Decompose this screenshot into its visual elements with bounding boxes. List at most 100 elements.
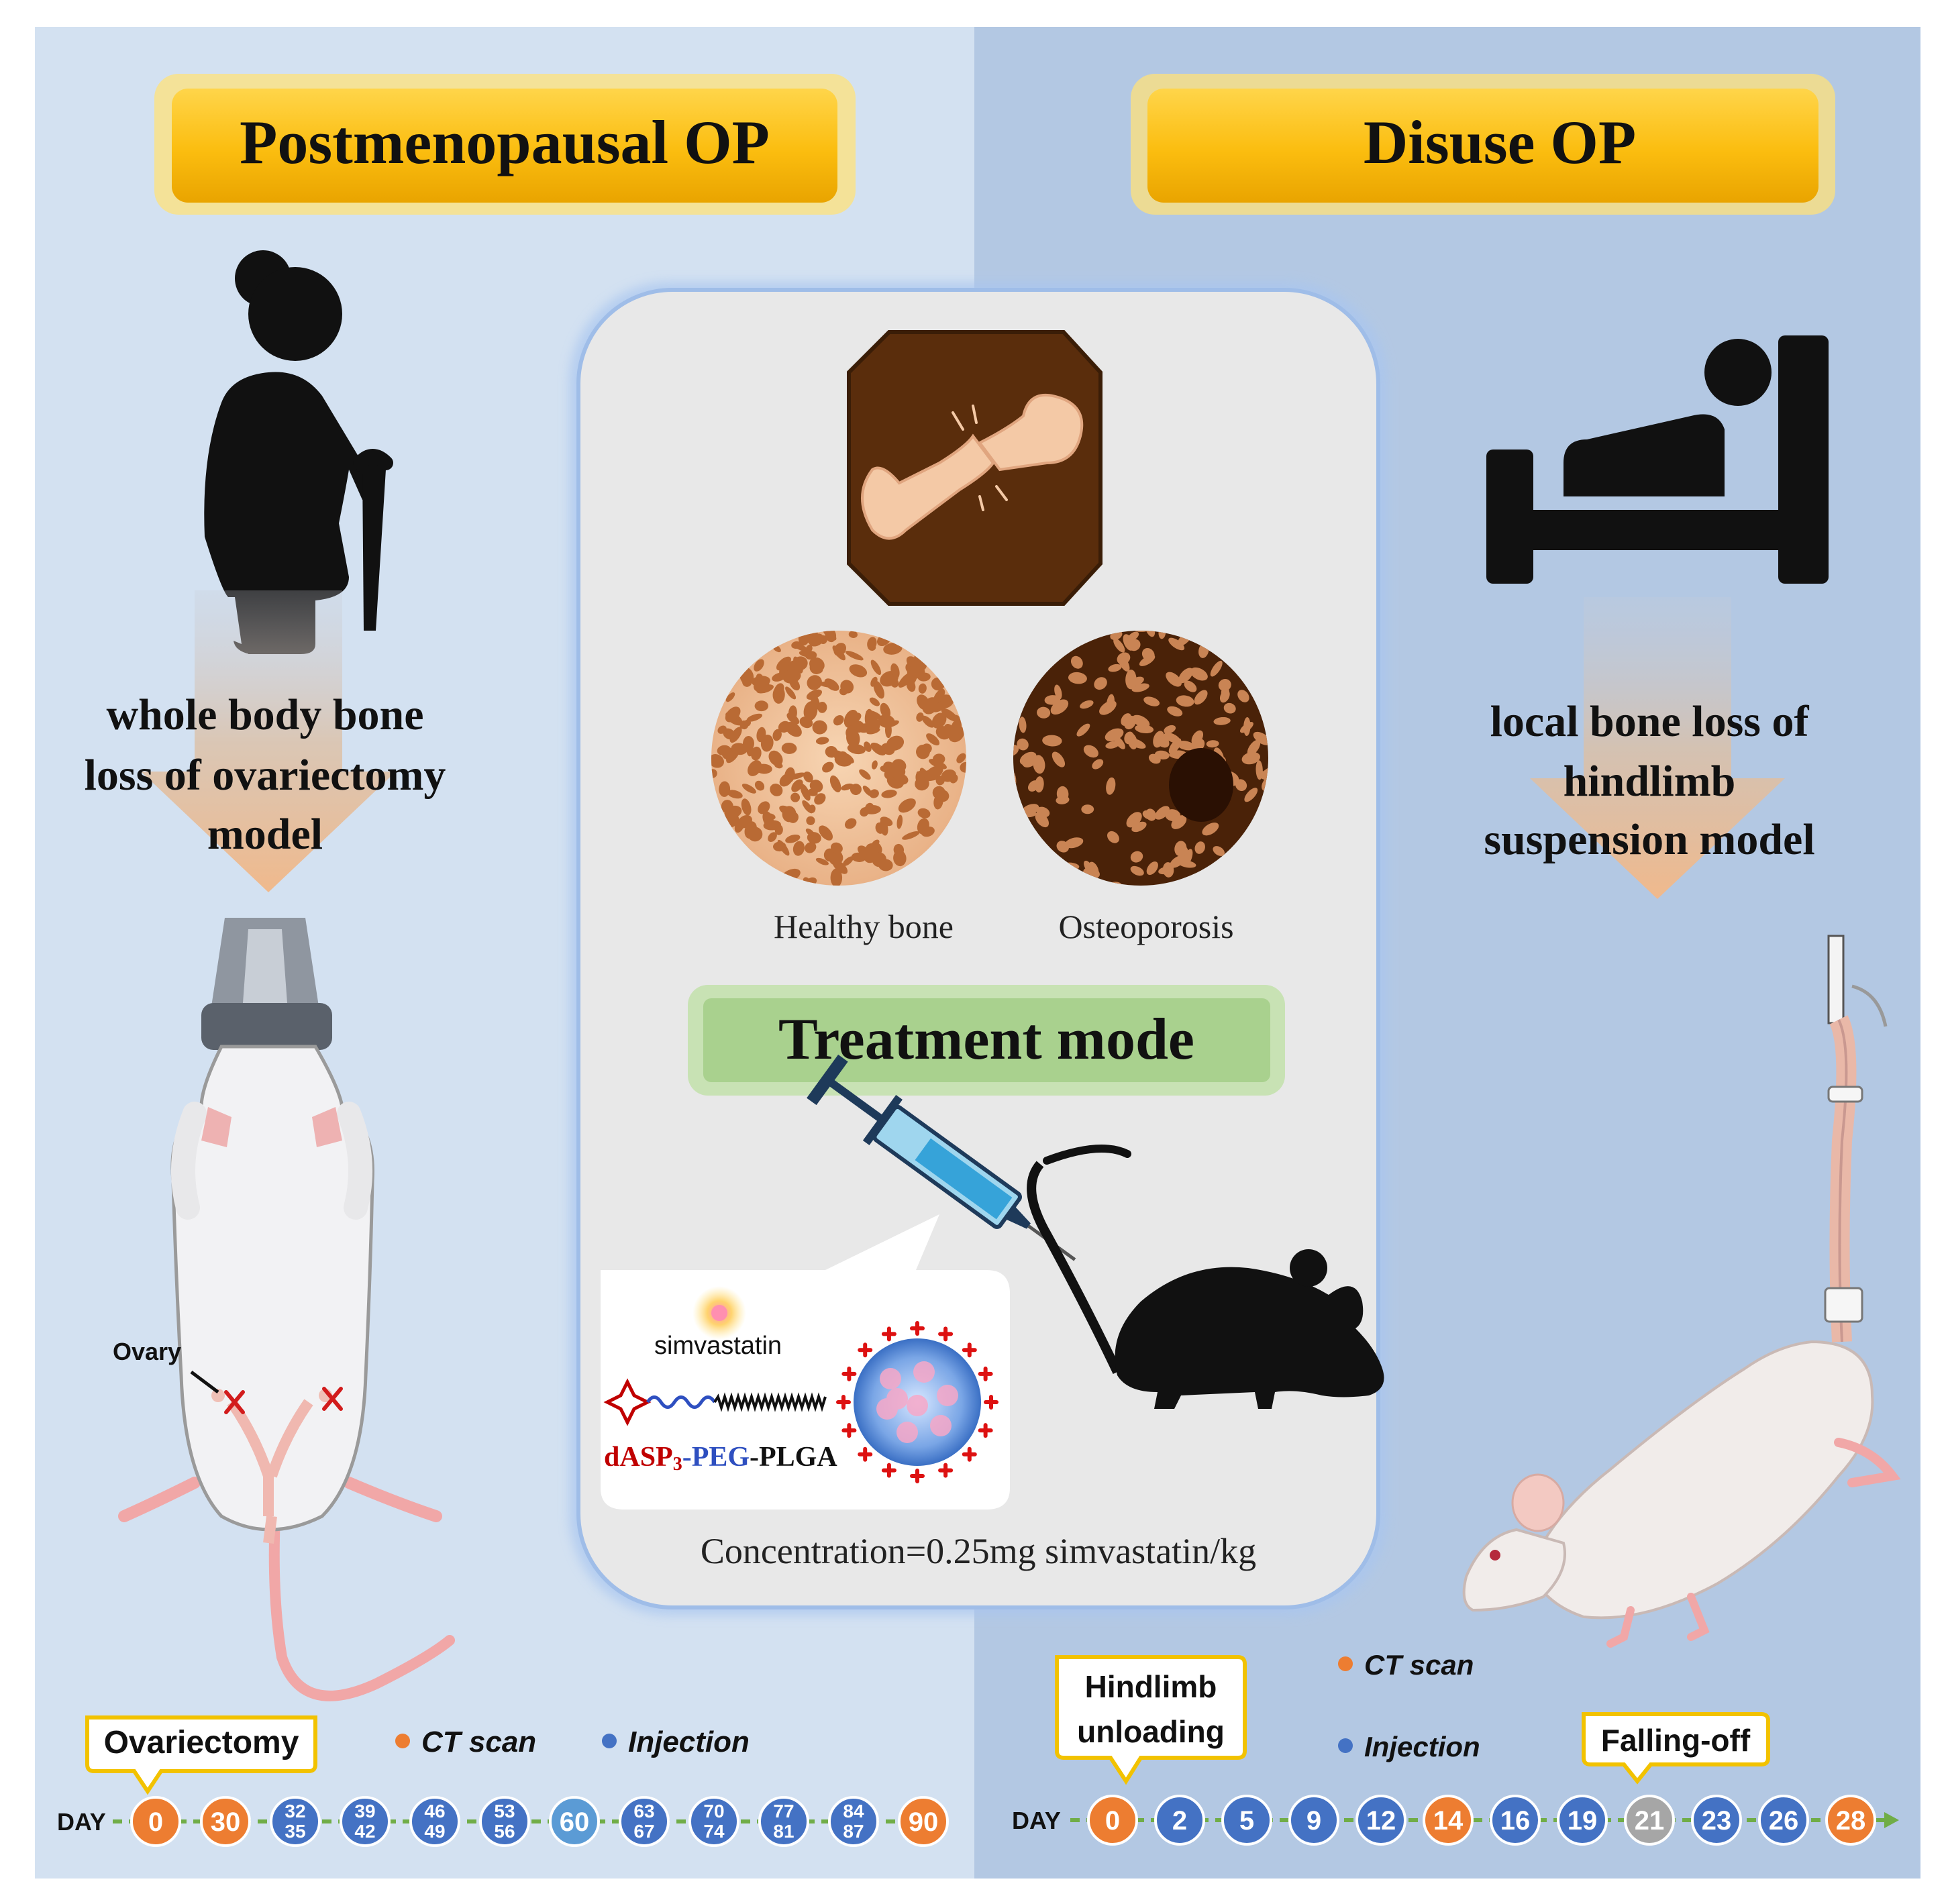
right-timeline-nodes: 0 2 5 9 12 14 16 19 21 23 26 28 [1087, 1795, 1876, 1846]
osteoporosis-bone-disc [1013, 631, 1268, 886]
right-title: Disuse OP [1364, 108, 1636, 176]
right-node-label-9: 23 [1702, 1806, 1732, 1836]
carrier-part-peg: -PEG [682, 1442, 750, 1473]
right-legend-injection-dot [1338, 1738, 1353, 1753]
ovariectomy-label: Ovariectomy [104, 1725, 299, 1760]
right-node-10: 26 [1758, 1795, 1809, 1846]
left-description: whole body bone loss of ovariectomy mode… [85, 690, 446, 859]
treatment-title: Treatment mode [778, 1007, 1194, 1072]
right-node-2: 5 [1221, 1795, 1272, 1846]
right-legend-ct-label: CT scan [1364, 1649, 1474, 1681]
left-node-label-11: 90 [909, 1807, 939, 1837]
left-node-label-0: 0 [148, 1807, 163, 1837]
elderly-woman-icon [204, 250, 393, 654]
right-title-badge: Disuse OP [1131, 74, 1835, 215]
left-down-arrow [141, 590, 396, 892]
right-desc-line-1: local bone loss of [1490, 697, 1810, 746]
right-node-label-1: 2 [1172, 1806, 1187, 1836]
concentration-text: Concentration=0.25mg simvastatin/kg [701, 1531, 1256, 1571]
bedridden-person-icon [1486, 335, 1829, 584]
right-desc-line-2: hindlimb [1563, 757, 1736, 806]
right-timeline: Hindlimb unloading CT scan Injection Fal… [1012, 1649, 1899, 1846]
right-node-label-3: 9 [1306, 1806, 1321, 1836]
osteoporosis-label: Osteoporosis [1058, 908, 1233, 945]
ovariectomy-callout [85, 1715, 317, 1795]
carrier-part-dasp: dASP [604, 1442, 673, 1473]
falling-off-callout [1582, 1712, 1770, 1785]
right-node-7: 19 [1557, 1795, 1608, 1846]
right-legend-injection-label: Injection [1364, 1731, 1480, 1762]
right-node-8: 21 [1624, 1795, 1675, 1846]
right-node-label-7: 19 [1568, 1806, 1598, 1836]
carrier-label: dASP3-PEG-PLGA [604, 1442, 837, 1475]
left-node-label-6: 60 [560, 1807, 590, 1837]
hindlimb-label-line-1: Hindlimb [1085, 1669, 1217, 1704]
right-node-4: 12 [1355, 1795, 1406, 1846]
left-desc-line-3: model [207, 810, 323, 859]
right-legend-ct-dot [1338, 1656, 1353, 1671]
fractured-bone-icon [847, 330, 1103, 606]
legend-ct-dot [395, 1734, 410, 1748]
carrier-part-plga: -PLGA [750, 1442, 837, 1473]
ovariectomy-rat-illustration: Ovary [113, 918, 455, 1701]
right-node-11: 28 [1825, 1795, 1876, 1846]
nanoparticle-icon [836, 1321, 998, 1483]
legend-injection-dot [602, 1734, 617, 1748]
right-description: local bone loss of hindlimb suspension m… [1484, 697, 1814, 864]
right-node-3: 9 [1288, 1795, 1339, 1846]
right-day-label: DAY [1012, 1807, 1061, 1834]
falling-off-label: Falling-off [1601, 1723, 1751, 1758]
right-node-label-8: 21 [1635, 1806, 1665, 1836]
left-node-1: 30 [200, 1796, 251, 1847]
carrier-part-sub: 3 [673, 1454, 682, 1475]
healthy-bone-pores [711, 631, 966, 886]
right-down-arrow [1530, 597, 1785, 899]
simvastatin-label: simvastatin [654, 1332, 782, 1360]
left-title: Postmenopausal OP [240, 108, 770, 176]
left-node-label-1: 30 [211, 1807, 241, 1837]
left-title-badge: Postmenopausal OP [154, 74, 856, 215]
left-node-11: 90 [898, 1796, 949, 1847]
right-node-0: 0 [1087, 1795, 1138, 1846]
right-node-label-11: 28 [1836, 1806, 1866, 1836]
healthy-bone-label: Healthy bone [774, 908, 954, 945]
osteoporosis-bone-pores [1013, 631, 1268, 886]
legend-ct-label: CT scan [421, 1726, 536, 1758]
left-node-6: 60 [549, 1796, 600, 1847]
left-node-0: 0 [130, 1796, 181, 1847]
right-desc-line-3: suspension model [1484, 815, 1814, 864]
hindlimb-label-line-2: unloading [1077, 1714, 1225, 1749]
right-node-1: 2 [1154, 1795, 1205, 1846]
right-node-5: 14 [1423, 1795, 1474, 1846]
right-node-6: 16 [1490, 1795, 1541, 1846]
right-node-label-2: 5 [1239, 1806, 1254, 1836]
right-node-label-6: 16 [1500, 1806, 1531, 1836]
left-desc-line-1: whole body bone [106, 690, 423, 739]
left-desc-line-2: loss of ovariectomy [85, 751, 446, 800]
right-node-label-5: 14 [1433, 1806, 1464, 1836]
left-day-label: DAY [57, 1808, 106, 1836]
ovary-label: Ovary [113, 1338, 181, 1365]
hindlimb-unloading-callout [1055, 1655, 1247, 1785]
legend-injection-label: Injection [628, 1726, 750, 1758]
